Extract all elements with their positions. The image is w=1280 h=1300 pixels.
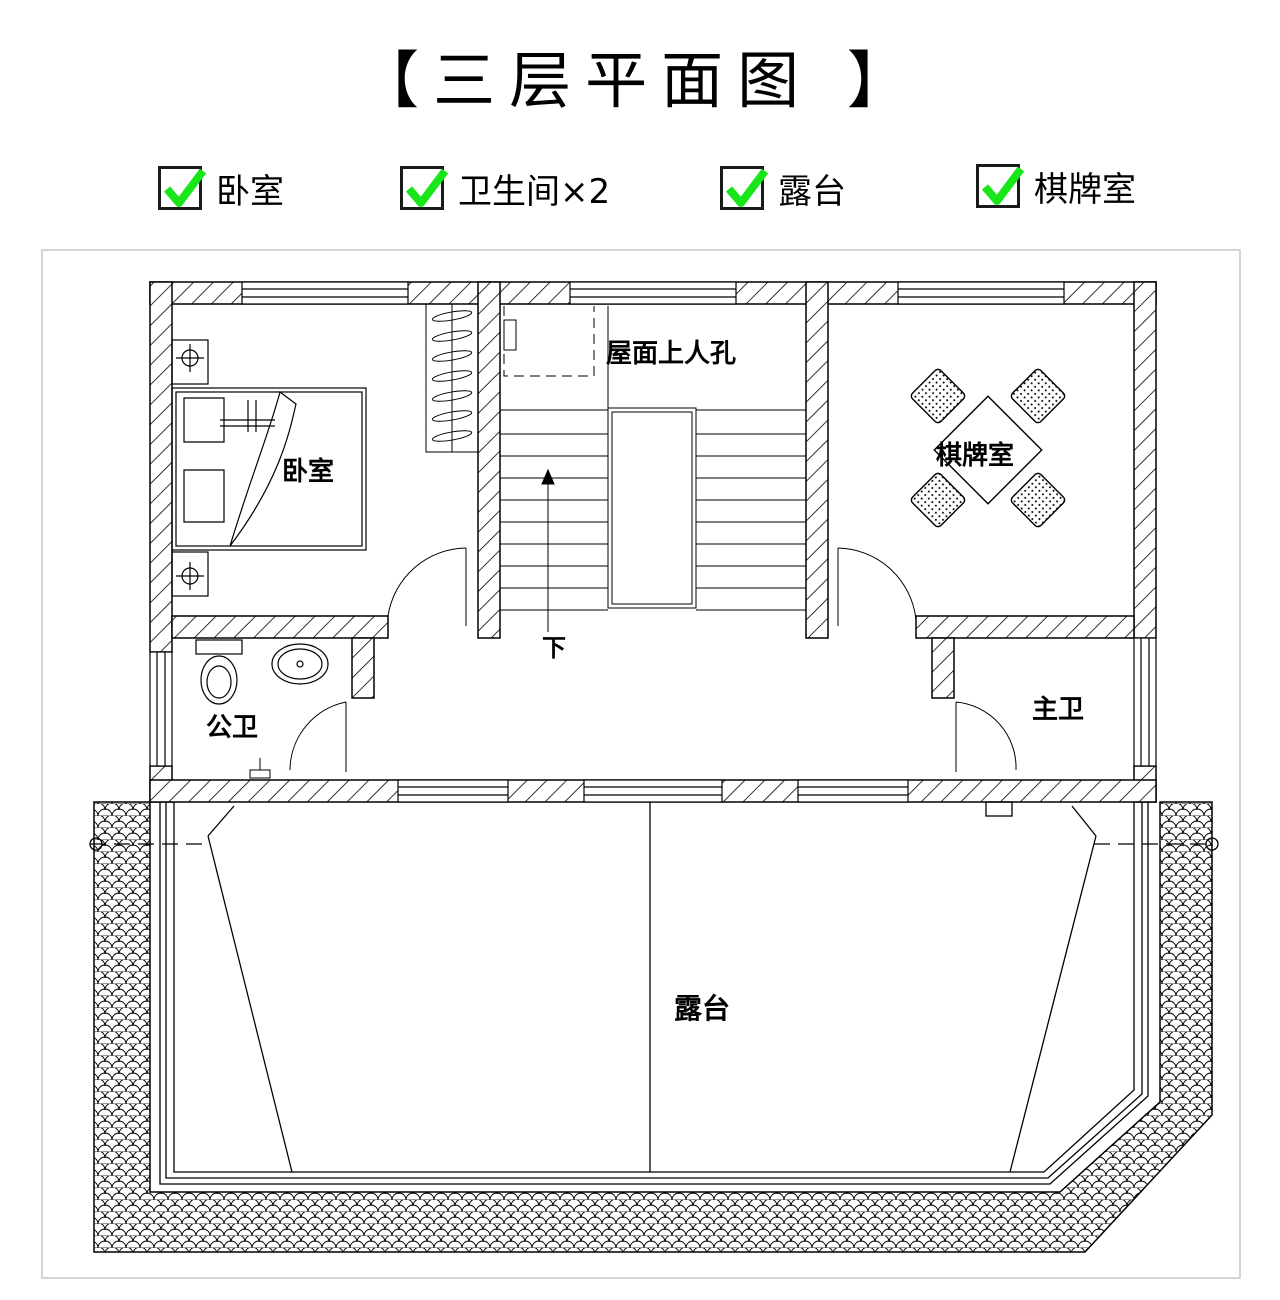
- bed: [171, 387, 367, 551]
- clothes-hanger: [431, 330, 473, 342]
- wash-basin: [271, 643, 329, 685]
- bedside-lamp: [171, 339, 209, 597]
- clothes-hanger: [431, 390, 473, 402]
- doors: [289, 547, 1017, 772]
- legend-label: 露台: [778, 171, 846, 212]
- staircase: [500, 306, 806, 632]
- windows: [149, 281, 1157, 803]
- clothes-hanger: [431, 410, 473, 422]
- label-stairs-down: 下: [542, 634, 566, 662]
- floor-plan-frame: [41, 249, 1241, 1279]
- clothes-hanger: [431, 370, 473, 382]
- toilet: [195, 639, 243, 705]
- clothes-hanger: [431, 310, 473, 322]
- label-terrace: 露台: [674, 992, 730, 1025]
- mahjong-table: [910, 368, 1066, 528]
- checkbox-checked-icon: [400, 166, 449, 210]
- checkbox-checked-icon: [976, 164, 1025, 208]
- legend-item-bathroom: 卫生间×2: [400, 160, 610, 216]
- page-title: 【三层平面图 】: [357, 44, 923, 117]
- label-mahjong-room: 棋牌室: [936, 440, 1014, 471]
- checkbox-checked-icon: [158, 166, 207, 210]
- floor-drain: [249, 758, 271, 779]
- legend-label: 卫生间×2: [458, 171, 611, 212]
- roof-tiles: [93, 801, 1213, 1253]
- legend-label: 卧室: [216, 171, 284, 212]
- label-roof-hatch: 屋面上人孔: [606, 339, 736, 369]
- legend-item-terrace: 露台: [720, 160, 846, 216]
- checkbox-checked-icon: [720, 166, 769, 210]
- label-master-bath: 主卫: [1032, 695, 1084, 725]
- room-labels: 卧室 屋面上人孔 棋牌室 下 公卫 主卫 露台: [206, 339, 1084, 1025]
- wardrobe: [425, 303, 479, 453]
- label-bedroom: 卧室: [282, 456, 334, 487]
- legend-item-bedroom: 卧室: [158, 160, 284, 216]
- clothes-hanger: [431, 350, 473, 362]
- legend-item-mahjong: 棋牌室: [976, 158, 1136, 214]
- terrace-outline: [89, 801, 1219, 1185]
- clothes-hanger: [431, 430, 473, 442]
- legend-label: 棋牌室: [1034, 169, 1136, 210]
- label-public-bath: 公卫: [206, 713, 258, 743]
